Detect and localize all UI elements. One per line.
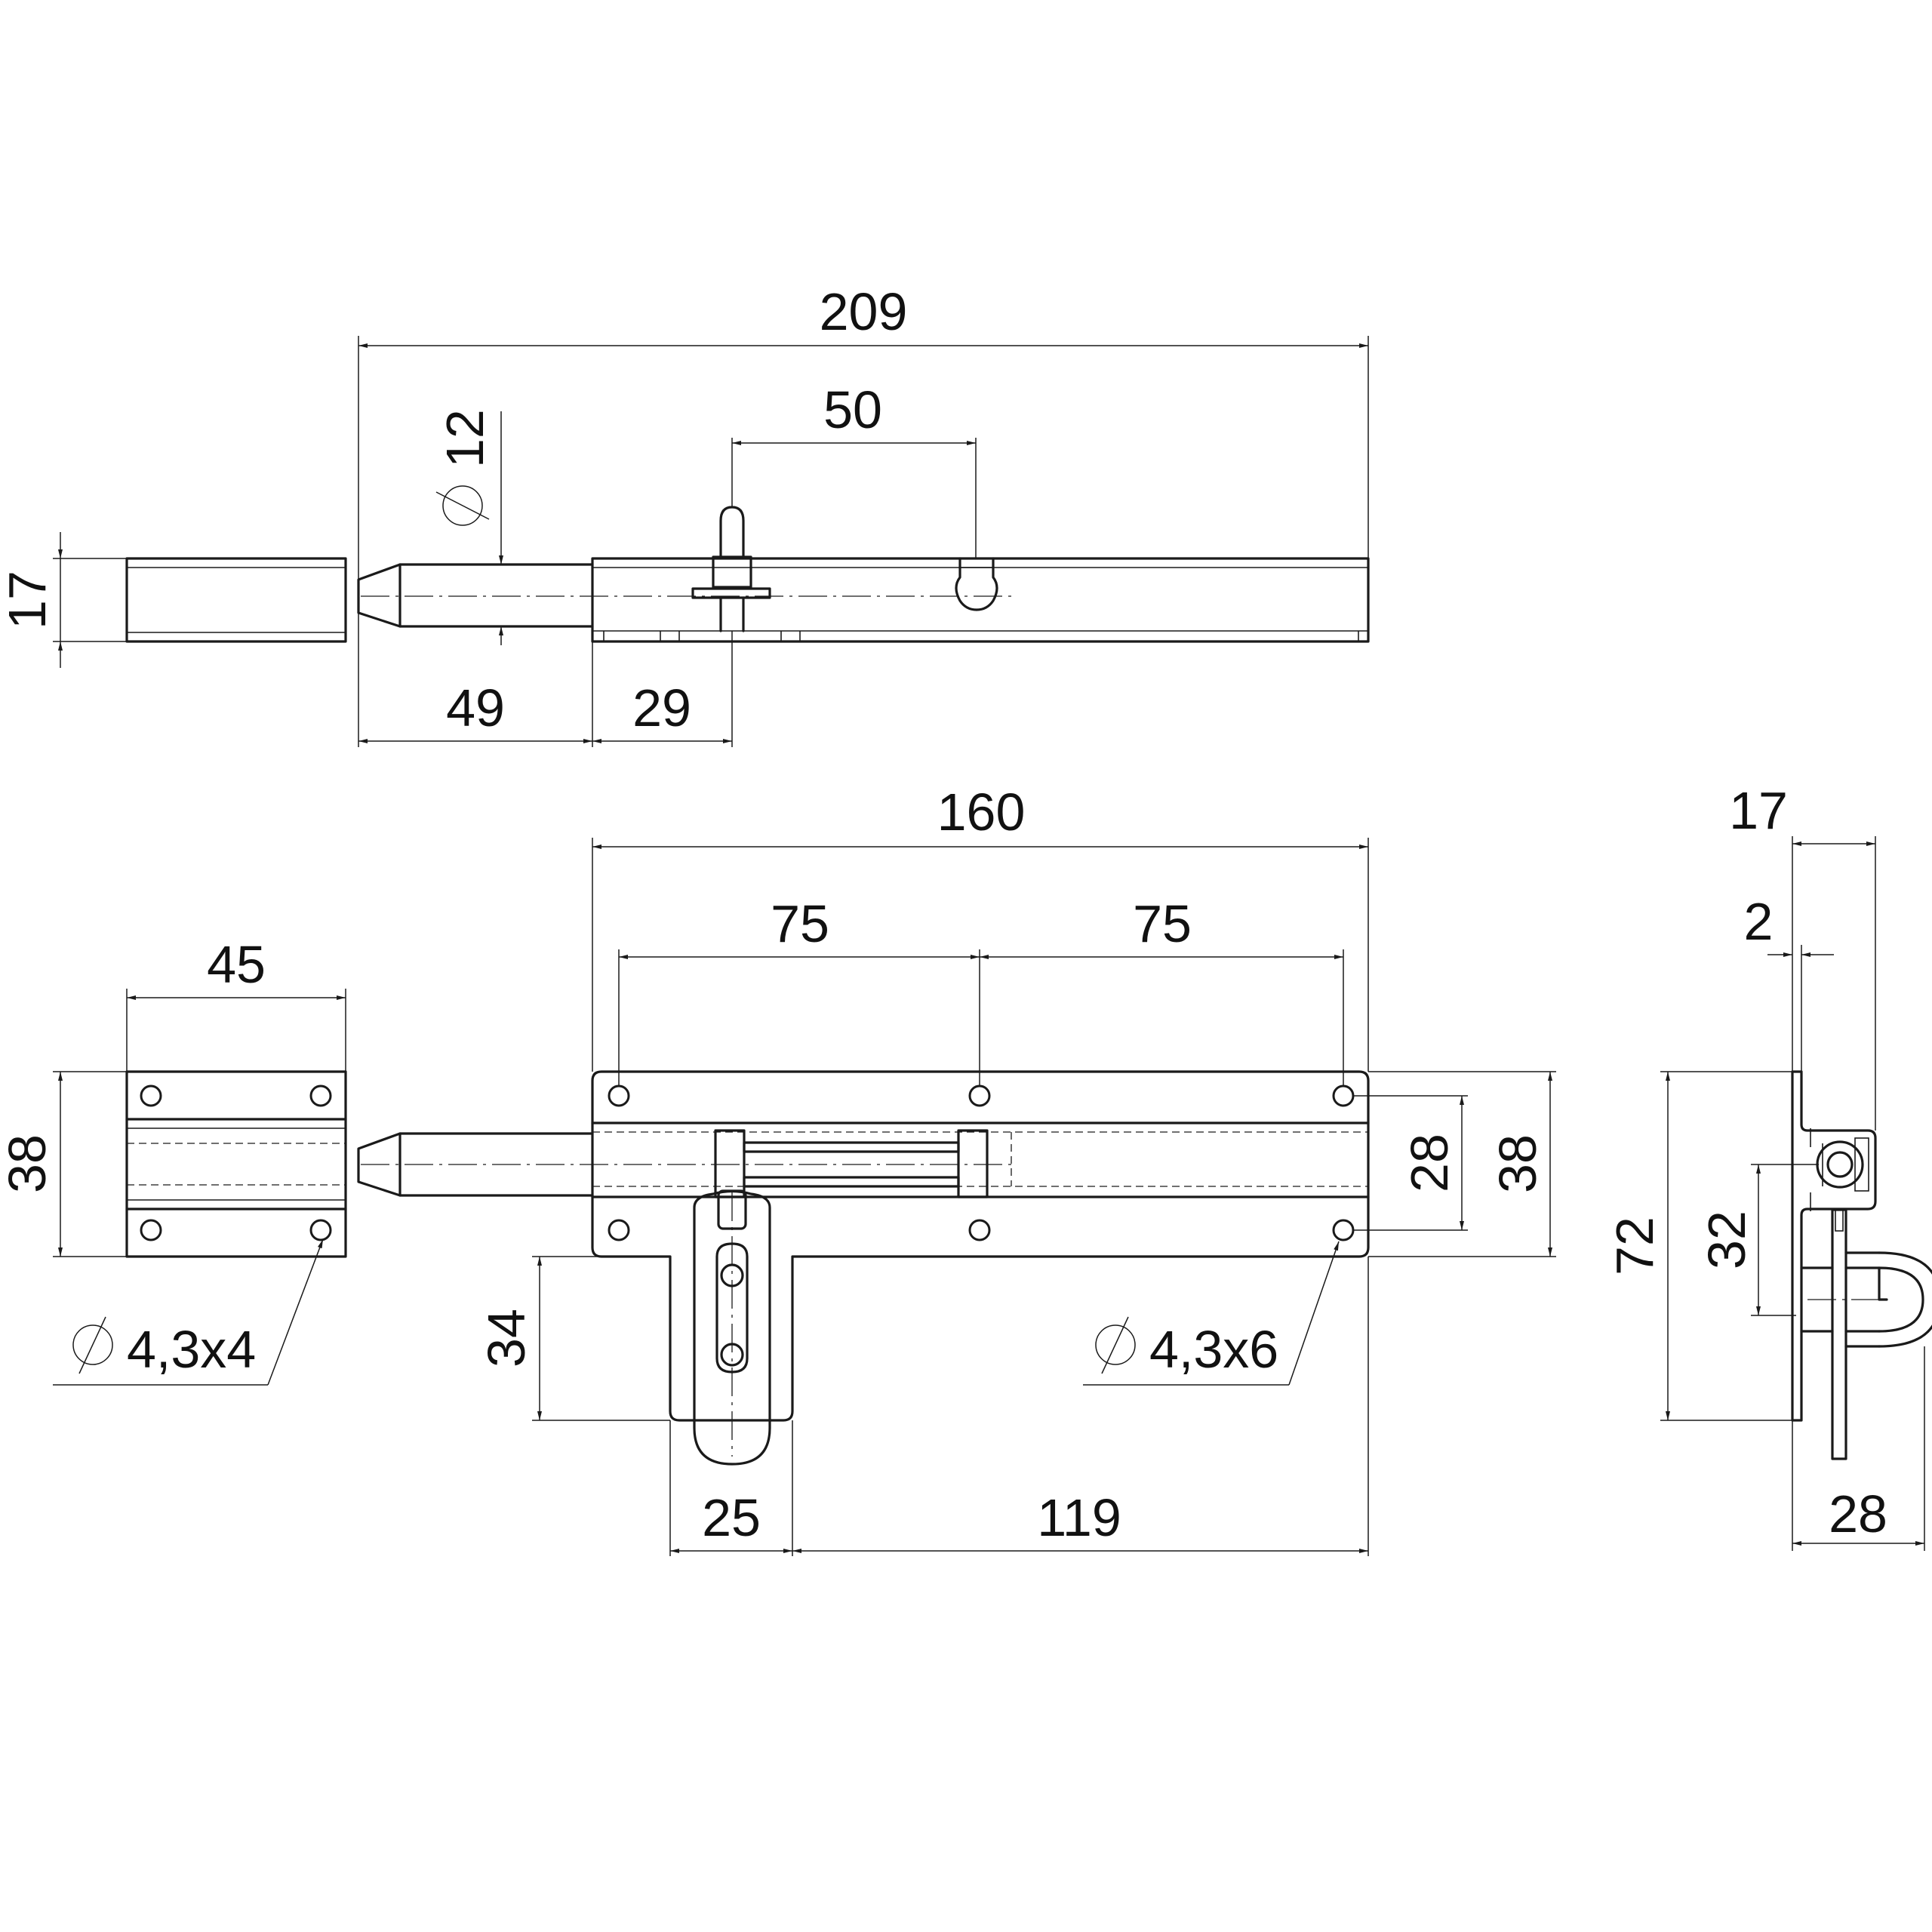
front-hasp — [693, 1189, 771, 1466]
dim-75-pair: 75 75 — [618, 894, 1344, 1087]
dim-49-label: 49 — [446, 678, 505, 737]
keeper-hole — [140, 1219, 162, 1241]
body-hole — [968, 1084, 991, 1107]
callout-keeper-holes: 4,3x4 — [53, 1238, 324, 1386]
dim-75-right-label: 75 — [1133, 894, 1192, 953]
callout-body-holes: 4,3x6 — [1083, 1241, 1340, 1386]
dim-17-side-label: 17 — [1729, 781, 1788, 840]
dim-160: 160 — [592, 783, 1369, 1072]
dim-38-right-label: 38 — [1488, 1134, 1547, 1193]
front-bolt — [357, 1132, 594, 1197]
keeper-hole — [140, 1084, 162, 1107]
dim-32: 32 — [1697, 1164, 1819, 1316]
dim-38-left: 38 — [0, 1071, 127, 1257]
dim-209-label: 209 — [820, 282, 908, 341]
front-view: 45 38 4,3x4 160 — [0, 783, 1556, 1556]
dim-50: 50 — [731, 380, 977, 558]
top-knob — [691, 506, 771, 632]
dim-49: 49 — [358, 641, 593, 747]
dim-45-label: 45 — [207, 935, 266, 994]
keeper-hole — [309, 1084, 332, 1107]
diameter-symbol-icon — [442, 485, 483, 526]
keeper-holes-label: 4,3x4 — [127, 1320, 256, 1379]
side-plate — [1791, 1070, 1877, 1422]
dim-72: 72 — [1605, 1071, 1792, 1421]
dim-28-side-label: 28 — [1829, 1484, 1887, 1543]
side-hasp — [1800, 1208, 1932, 1460]
body-holes-label: 4,3x6 — [1149, 1320, 1278, 1379]
dim-25-label: 25 — [702, 1488, 761, 1547]
body-hole — [1332, 1084, 1355, 1107]
dim-38-right: 38 — [1368, 1071, 1556, 1257]
dim-12-label: 12 — [435, 409, 494, 468]
dim-32-label: 32 — [1697, 1211, 1756, 1269]
dim-diameter-12: 12 — [435, 409, 503, 645]
side-bolt-outer — [1816, 1140, 1864, 1189]
dim-2: 2 — [1744, 892, 1834, 1072]
dim-75-left-label: 75 — [771, 894, 829, 953]
top-keeper — [125, 557, 347, 643]
dim-209: 209 — [358, 282, 1369, 747]
body-hole — [1332, 1219, 1355, 1241]
dim-17-left-label: 17 — [0, 571, 57, 629]
diameter-symbol-icon — [1095, 1324, 1136, 1365]
dim-25: 25 — [669, 1420, 793, 1556]
dim-72-label: 72 — [1605, 1217, 1664, 1275]
body-hole — [968, 1219, 991, 1241]
dim-45: 45 — [126, 935, 346, 1072]
dim-28: 28 — [1353, 1095, 1468, 1231]
side-hasp-bar — [1831, 1208, 1847, 1460]
dim-34: 34 — [477, 1256, 670, 1421]
front-slide — [714, 1129, 989, 1198]
dim-160-label: 160 — [937, 783, 1026, 841]
dim-34-label: 34 — [477, 1309, 536, 1367]
dim-28-label: 28 — [1400, 1134, 1459, 1192]
keeper-hole — [309, 1219, 332, 1241]
dim-28-side: 28 — [1792, 1346, 1925, 1551]
dim-17-side: 17 — [1729, 781, 1876, 1131]
dim-119: 119 — [792, 1257, 1369, 1556]
top-bolt — [357, 563, 594, 628]
body-hole — [608, 1219, 630, 1241]
top-notch — [955, 557, 998, 611]
dim-29-label: 29 — [632, 678, 691, 737]
diameter-symbol-icon — [72, 1324, 113, 1365]
front-keeper — [125, 1070, 347, 1258]
top-body — [591, 557, 1370, 643]
side-view: 17 2 72 32 28 — [1605, 781, 1932, 1551]
top-view: 209 50 12 17 49 — [0, 282, 1370, 747]
body-hole — [608, 1084, 630, 1107]
dim-38-left-label: 38 — [0, 1134, 57, 1193]
dim-17-left: 17 — [0, 532, 127, 668]
dim-50-label: 50 — [823, 380, 882, 439]
dim-119-label: 119 — [1037, 1488, 1121, 1547]
side-bolt-inner — [1826, 1151, 1854, 1178]
dim-2-label: 2 — [1744, 892, 1774, 951]
dim-29: 29 — [592, 631, 733, 747]
